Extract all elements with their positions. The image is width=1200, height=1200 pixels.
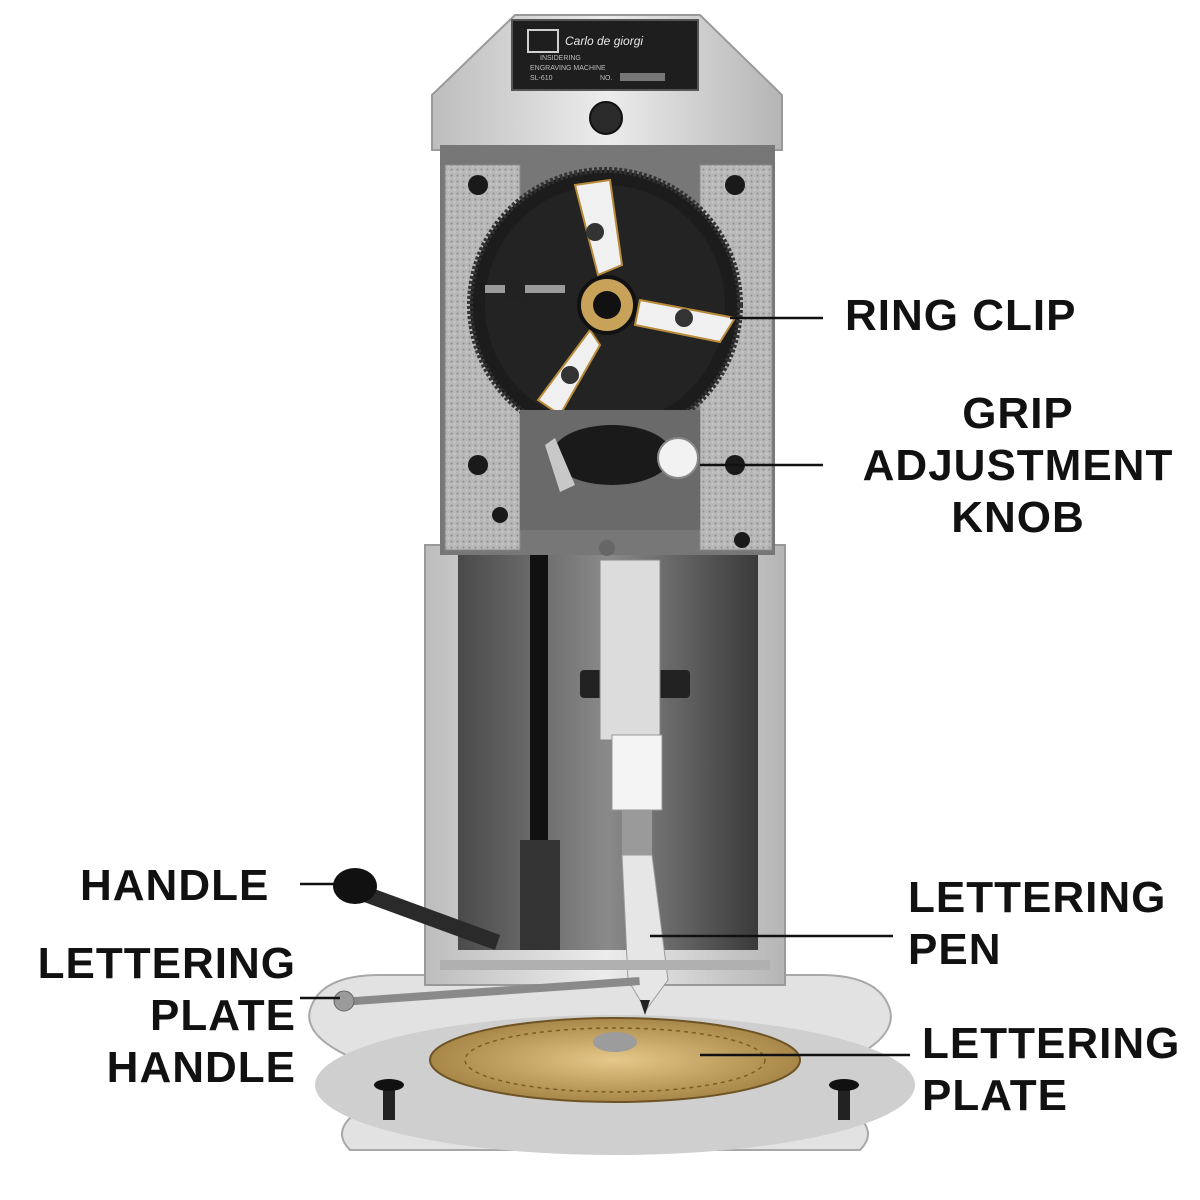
nameplate-brand: Carlo de giorgi [565,34,643,48]
ring-clip-assembly [467,167,743,443]
label-plate-handle-line1: LETTERING [37,939,296,988]
label-lettering-plate: LETTERING PLATE [922,1018,1180,1122]
label-lettering-plate-line2: PLATE [922,1071,1068,1120]
gear-rack [530,555,548,855]
machine-base [308,974,915,1155]
nameplate-line1: INSIDERING [540,55,581,62]
lettering-plate-handle [333,960,770,1012]
label-grip-line1: GRIP [962,389,1074,438]
grip-adjustment-knob [657,437,699,479]
label-grip-line3: KNOB [951,493,1085,542]
nameplate-line2: ENGRAVING MACHINE [530,65,606,72]
label-lettering-pen: LETTERING PEN [908,872,1166,976]
label-lettering-plate-line1: LETTERING [922,1019,1181,1068]
label-handle: HANDLE [80,860,269,912]
label-grip-adjustment-knob: GRIP ADJUSTMENT KNOB [848,388,1188,544]
nameplate-model: SL-610 [530,75,553,82]
label-lettering-pen-line2: PEN [908,925,1002,974]
nameplate: Carlo de giorgi INSIDERING ENGRAVING MAC… [511,19,699,91]
label-ring-clip-line1: RING CLIP [845,291,1077,340]
handle [333,840,560,950]
label-handle-line1: HANDLE [80,861,270,910]
label-grip-line2: ADJUSTMENT [862,441,1174,490]
label-plate-handle-line2: PLATE [150,991,296,1040]
nameplate-no-label: NO. [600,75,613,82]
lettering-plate-disc [429,1017,801,1103]
grip-assembly [520,410,700,530]
label-lettering-pen-line1: LETTERING [908,873,1167,922]
label-ring-clip: RING CLIP [845,290,1076,342]
callout-lines [300,316,910,1057]
lettering-pen [599,540,669,1015]
label-lettering-plate-handle: LETTERING PLATE HANDLE [0,938,296,1094]
label-plate-handle-line3: HANDLE [106,1043,296,1092]
